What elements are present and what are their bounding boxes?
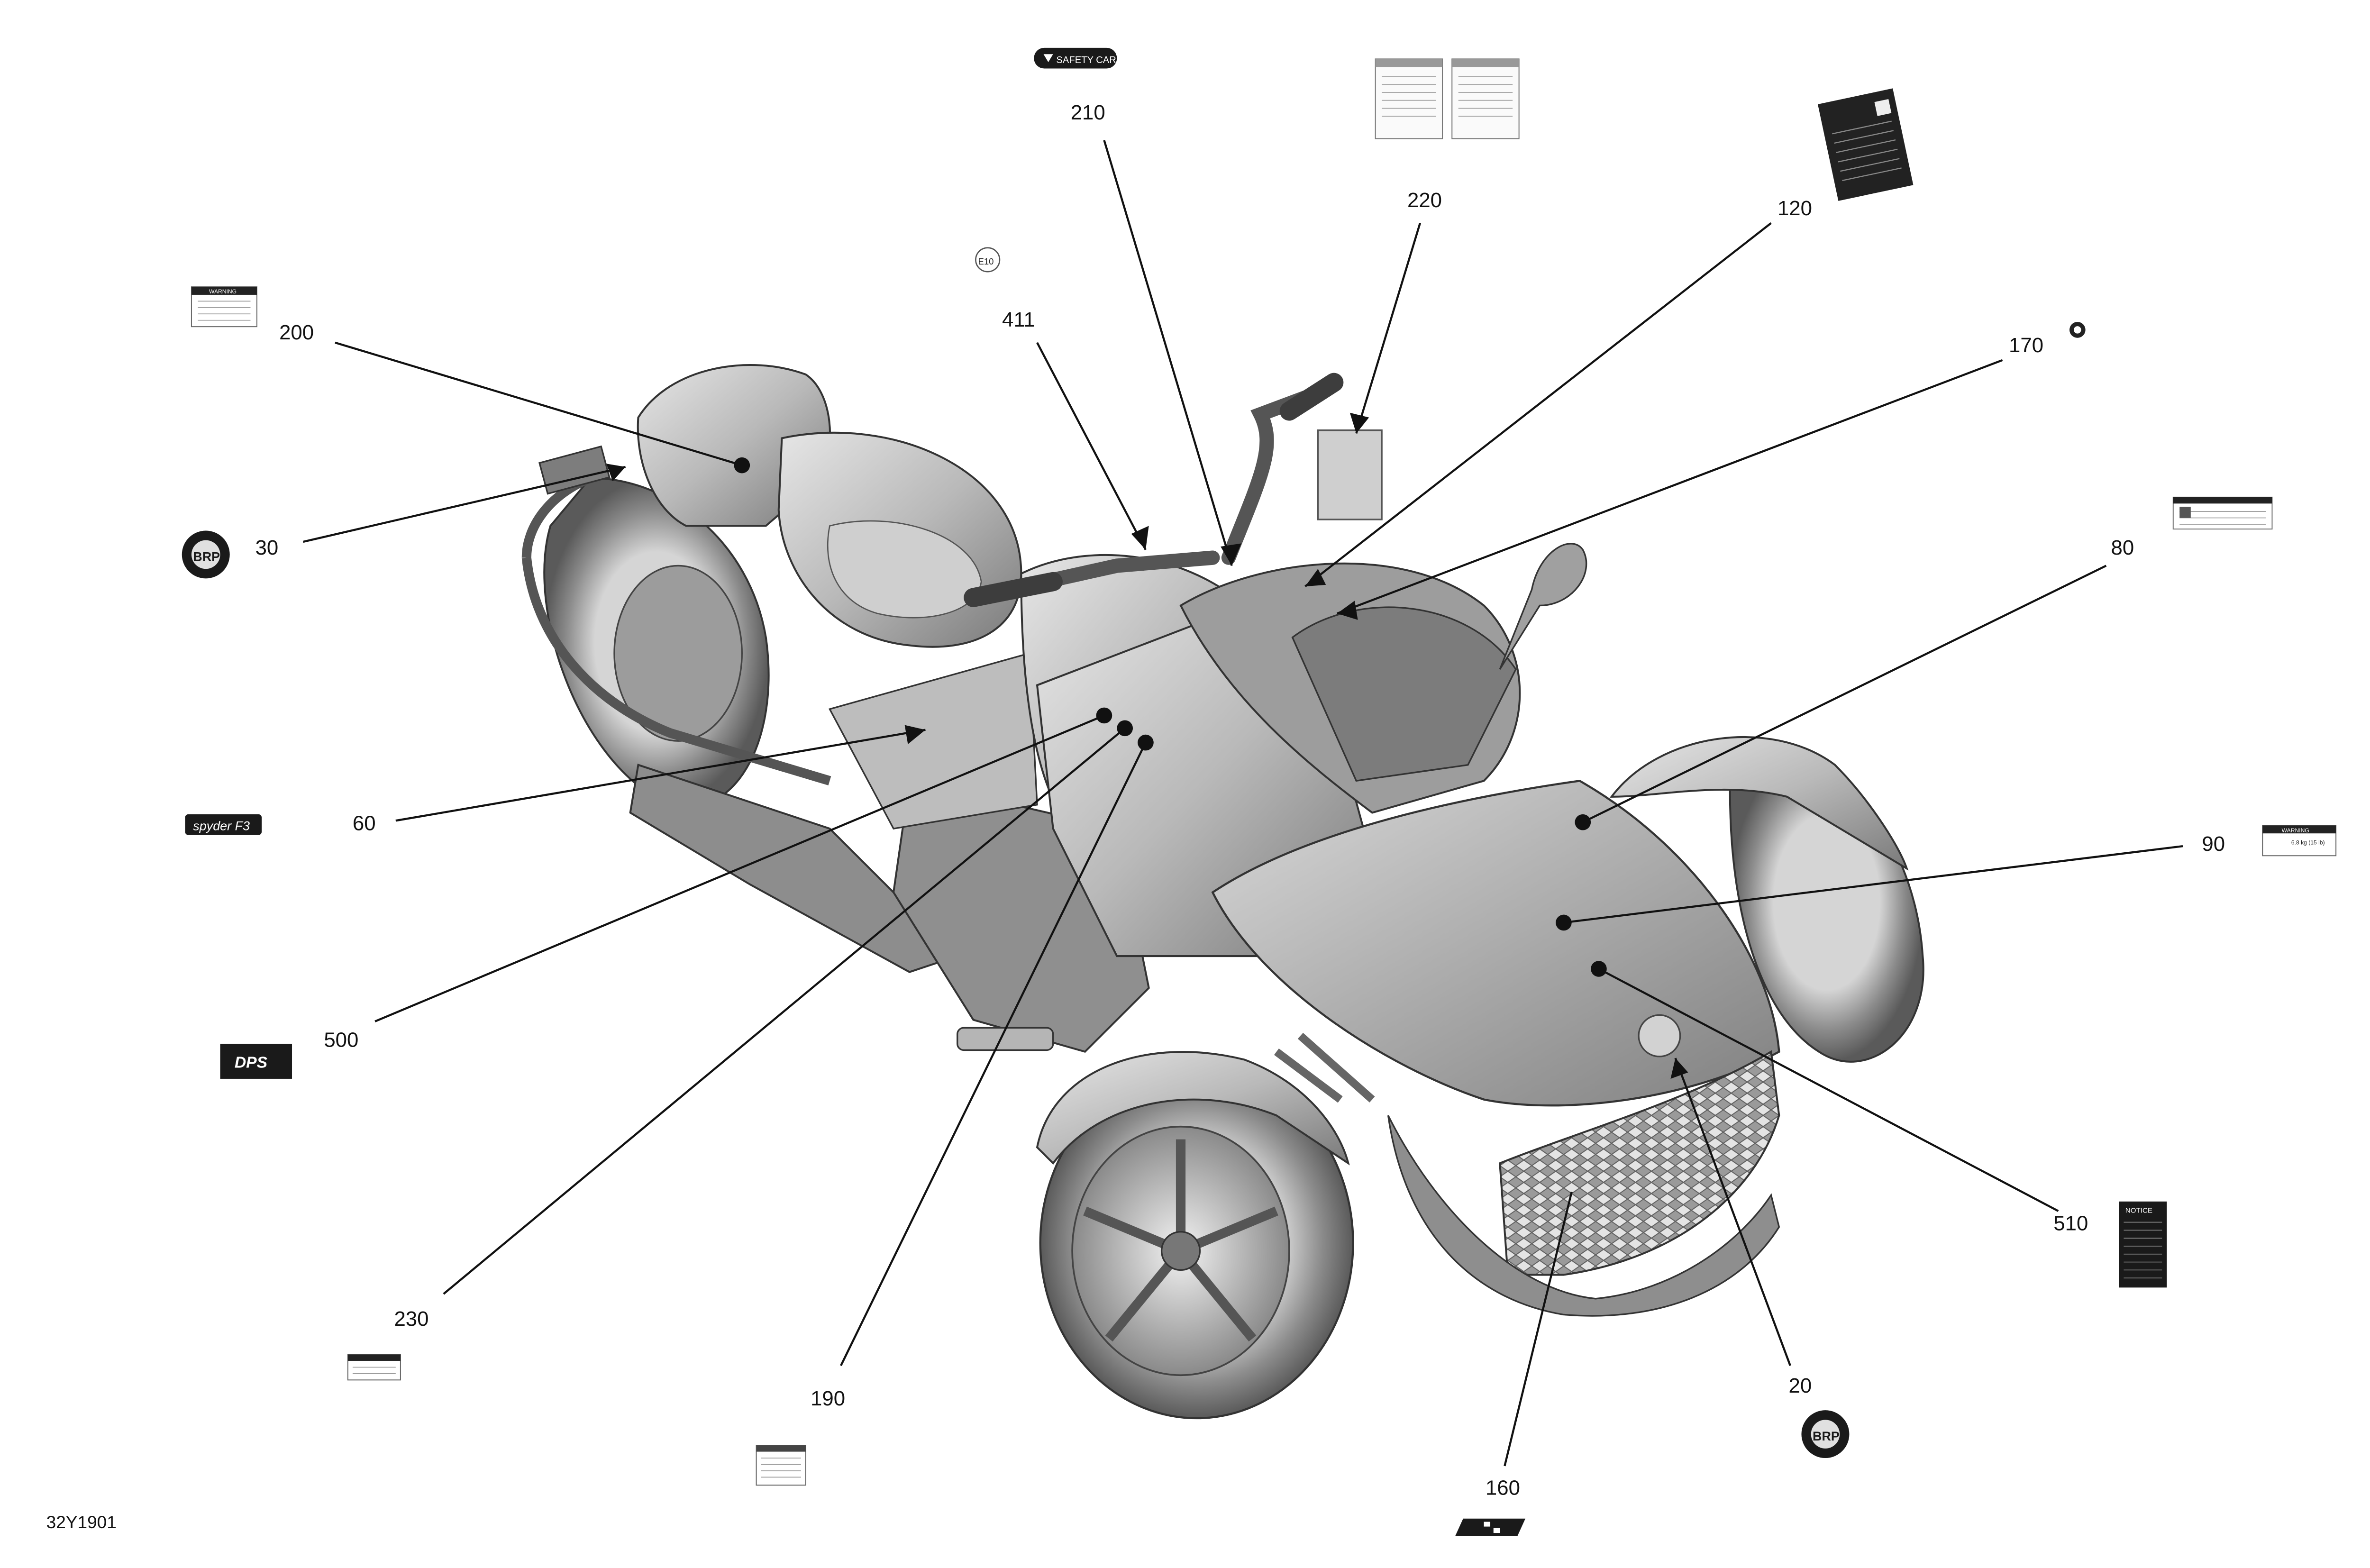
decal-220-sheet bbox=[1375, 58, 1520, 139]
dot-200 bbox=[734, 457, 750, 474]
callout-20: 20 bbox=[1789, 1374, 1812, 1397]
dps-text: DPS bbox=[235, 1054, 268, 1071]
callout-90: 90 bbox=[2202, 832, 2225, 856]
figure-id: 32Y1901 bbox=[46, 1513, 117, 1532]
exhaust bbox=[629, 763, 959, 973]
decal-dps: DPS bbox=[220, 1043, 292, 1079]
leader-220 bbox=[1355, 223, 1422, 434]
callout-220: 220 bbox=[1407, 189, 1442, 212]
mirror bbox=[1499, 543, 1587, 670]
leader-510 bbox=[1598, 968, 2059, 1212]
callout-510: 510 bbox=[2053, 1212, 2088, 1235]
left-front-hub bbox=[1160, 1231, 1201, 1271]
callout-160: 160 bbox=[1486, 1476, 1520, 1499]
arrowheads bbox=[606, 412, 1688, 1079]
leader-lines bbox=[303, 140, 2183, 1467]
notice-text: NOTICE bbox=[2125, 1206, 2152, 1214]
arrow-120 bbox=[1305, 569, 1326, 587]
dot-90 bbox=[1556, 914, 1572, 931]
dot-230 bbox=[1117, 720, 1133, 737]
decal-brp-30: BRP bbox=[182, 530, 230, 579]
dot-80 bbox=[1575, 814, 1591, 830]
dot-500 bbox=[1096, 707, 1112, 724]
arrow-411 bbox=[1131, 526, 1149, 550]
leader-411 bbox=[1036, 342, 1147, 550]
decal-brp-small bbox=[2069, 322, 2086, 338]
decal-e10: E10 bbox=[975, 247, 1001, 273]
decal-160-flag bbox=[1455, 1518, 1526, 1536]
arrow-220 bbox=[1349, 412, 1369, 434]
right-front-fender bbox=[1609, 736, 1909, 871]
warning-200-text: WARNING bbox=[209, 288, 237, 295]
brp-30-text: BRP bbox=[193, 549, 220, 564]
arrow-170 bbox=[1337, 601, 1358, 620]
callout-411: 411 bbox=[1002, 308, 1035, 331]
front-suspension bbox=[1274, 1032, 1375, 1103]
leader-500 bbox=[374, 714, 1105, 1022]
decal-90-warning: WARNING 6.8 kg (15 lb) bbox=[2262, 825, 2337, 857]
callout-60: 60 bbox=[353, 812, 376, 835]
right-grip bbox=[1279, 373, 1344, 421]
decal-notice: NOTICE bbox=[2119, 1201, 2167, 1288]
decal-120-dark bbox=[1818, 88, 1914, 201]
left-grip bbox=[964, 572, 1063, 607]
leader-170 bbox=[1337, 359, 2003, 615]
safety-card-text: SAFETY CARD bbox=[1056, 55, 1123, 65]
arrow-30 bbox=[606, 464, 626, 482]
decal-230-label bbox=[347, 1354, 401, 1381]
callout-200: 200 bbox=[279, 321, 314, 344]
warning-90-text: WARNING bbox=[2282, 827, 2309, 834]
leader-200 bbox=[335, 341, 742, 466]
callout-190: 190 bbox=[811, 1387, 845, 1410]
leader-80 bbox=[1582, 565, 2107, 823]
decal-brp-20: BRP bbox=[1801, 1410, 1850, 1459]
leader-90 bbox=[1563, 845, 2183, 924]
e10-text: E10 bbox=[978, 256, 994, 266]
spyder-text: spyder F3 bbox=[193, 819, 250, 833]
vehicle-illustration bbox=[521, 364, 1924, 1420]
seat-pad bbox=[827, 520, 982, 619]
leader-60 bbox=[395, 729, 926, 822]
rear-brake-disc bbox=[613, 565, 743, 742]
callout-210: 210 bbox=[1071, 101, 1105, 124]
callout-500: 500 bbox=[324, 1029, 358, 1052]
decal-safety-card: SAFETY CARD bbox=[1034, 47, 1123, 69]
decal-80-label bbox=[2172, 496, 2273, 530]
front-hood bbox=[1211, 780, 1780, 1107]
leader-230 bbox=[443, 727, 1126, 1295]
callout-230: 230 bbox=[394, 1307, 428, 1331]
leader-210 bbox=[1103, 140, 1233, 566]
front-bumper bbox=[1387, 1115, 1780, 1317]
decal-thumbnails: SAFETY CARD bbox=[182, 47, 2337, 1536]
callout-120: 120 bbox=[1778, 197, 1812, 220]
left-front-fender bbox=[1036, 1051, 1350, 1166]
windscreen bbox=[1291, 606, 1517, 782]
dot-190 bbox=[1138, 734, 1154, 751]
callout-30: 30 bbox=[255, 536, 279, 559]
handlebar bbox=[966, 383, 1332, 605]
warning-90-value: 6.8 kg (15 lb) bbox=[2291, 839, 2325, 846]
leader-160 bbox=[1504, 1192, 1573, 1467]
hang-tag bbox=[1317, 429, 1383, 520]
dot-510 bbox=[1591, 961, 1607, 977]
dot-markers bbox=[734, 457, 1607, 977]
callout-80: 80 bbox=[2111, 536, 2134, 559]
brp-20-text: BRP bbox=[1813, 1429, 1840, 1443]
arrow-60 bbox=[904, 725, 926, 744]
leader-190 bbox=[840, 742, 1147, 1367]
arrow-210 bbox=[1221, 543, 1241, 566]
leader-120 bbox=[1304, 222, 1772, 587]
decal-190-label bbox=[756, 1445, 806, 1486]
fuel-cap bbox=[1638, 1014, 1681, 1057]
side-panel bbox=[828, 652, 1038, 830]
front-grille bbox=[1499, 1050, 1780, 1276]
leader-30 bbox=[303, 465, 626, 543]
callout-170: 170 bbox=[2009, 334, 2043, 357]
decal-spyder: spyder F3 bbox=[185, 814, 262, 835]
decal-200-warning: WARNING bbox=[191, 286, 257, 328]
leader-20 bbox=[1674, 1057, 1791, 1366]
arrow-20 bbox=[1670, 1058, 1688, 1079]
callout-numbers: 210 220 120 411 170 200 30 80 60 90 500 … bbox=[46, 101, 2225, 1532]
